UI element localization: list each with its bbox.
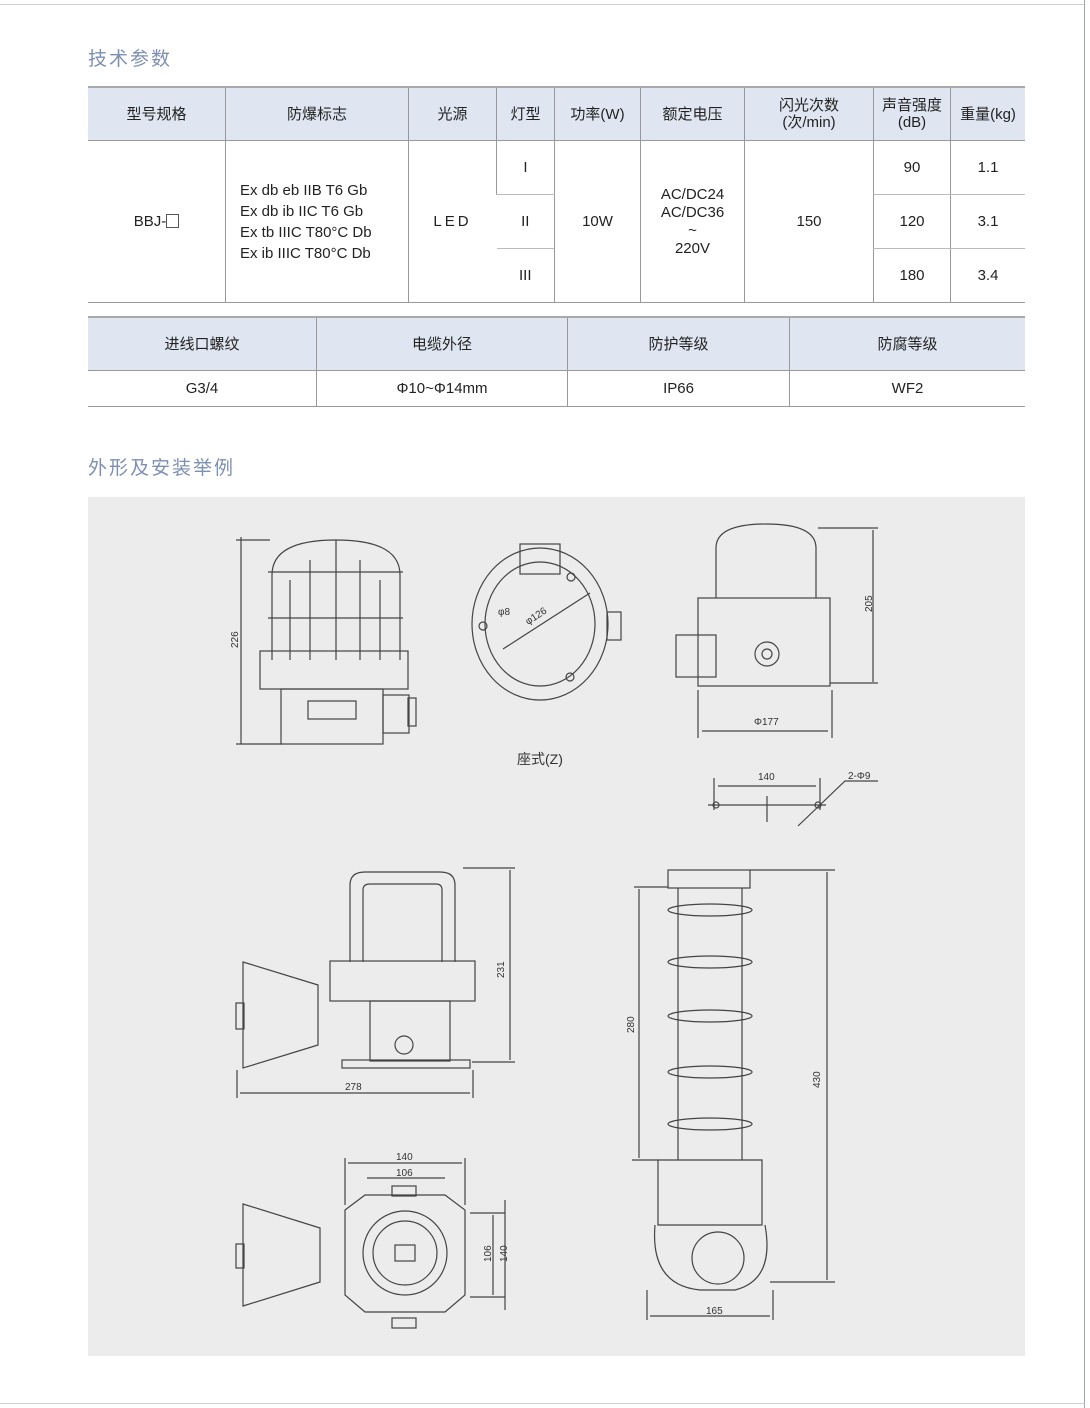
- power-cell: 10W: [554, 140, 641, 303]
- ex-mark: Ex db ib IIC T6 Gb: [240, 202, 364, 220]
- type-cell: I: [496, 140, 555, 195]
- col-header: 闪光次数(次/min): [744, 86, 874, 141]
- dim-231: 231: [496, 961, 507, 978]
- flash-rate-cell: 150: [744, 140, 874, 303]
- col-header: 灯型: [496, 86, 555, 141]
- table-row: II 120 3.1: [88, 194, 1025, 249]
- value-cell: WF2: [789, 370, 1025, 407]
- top-view-drawing: [471, 543, 622, 701]
- weight-cell: 1.1: [950, 140, 1025, 195]
- header-line: (dB): [897, 114, 927, 131]
- header-line: (次/min): [782, 114, 836, 131]
- dim-phi126: φ126: [524, 605, 550, 627]
- spec-table-2: 进线口螺纹 电缆外径 防护等级 防腐等级 G3/4 Φ10~Φ14mm IP66…: [88, 316, 1025, 407]
- col-header: 额定电压: [640, 86, 745, 141]
- light-source-cell: LED: [408, 140, 497, 303]
- drawings-panel: 226 φ8 φ126 205 Φ177 140 2-Φ9 231 278 14…: [88, 497, 1025, 1356]
- front-view-caged-drawing: [236, 537, 417, 745]
- dim-106: 106: [396, 1168, 413, 1179]
- table-header-row: 进线口螺纹 电缆外径 防护等级 防腐等级: [88, 316, 1025, 371]
- weight-cell: 3.1: [950, 194, 1025, 249]
- section-title-specs: 技术参数: [88, 49, 173, 70]
- voltage-line: 220V: [674, 239, 711, 257]
- col-header: 功率(W): [554, 86, 641, 141]
- voltage-line: ~: [688, 221, 697, 239]
- ex-mark: Ex tb IIIC T80°C Db: [240, 223, 372, 241]
- col-header: 进线口螺纹: [88, 316, 317, 371]
- frame-line: [0, 4, 1085, 5]
- dim-140a: 140: [758, 772, 775, 783]
- dim-226: 226: [230, 631, 241, 648]
- sound-cell: 90: [873, 140, 951, 195]
- dim-phi177: Φ177: [754, 717, 779, 728]
- value-cell: Φ10~Φ14mm: [316, 370, 568, 407]
- placeholder-box-icon: [166, 214, 180, 228]
- col-header: 电缆外径: [316, 316, 568, 371]
- ex-marks-cell: Ex db eb IIB T6 Gb Ex db ib IIC T6 Gb Ex…: [225, 140, 409, 303]
- col-header: 防腐等级: [789, 316, 1025, 371]
- ex-mark: Ex ib IIIC T80°C Db: [240, 244, 371, 262]
- value-cell: IP66: [567, 370, 790, 407]
- col-header: 声音强度(dB): [873, 86, 951, 141]
- spec-table: 型号规格 防爆标志 光源 灯型 功率(W) 额定电压 闪光次数(次/min) 声…: [88, 86, 1025, 303]
- horn-top-view-drawing: [235, 1158, 506, 1329]
- weight-cell: 3.4: [950, 248, 1025, 303]
- col-header: 防爆标志: [225, 86, 409, 141]
- model-text: BBJ-: [133, 213, 167, 230]
- type-cell: II: [496, 194, 555, 249]
- col-header: 型号规格: [88, 86, 226, 141]
- frame-line: [0, 1403, 1085, 1404]
- type-cell: III: [496, 248, 555, 303]
- col-header: 重量(kg): [950, 86, 1025, 141]
- dim-140-vertical: 140: [499, 1245, 510, 1262]
- dim-140b: 140: [396, 1152, 413, 1163]
- side-view-dome-drawing: [675, 523, 878, 827]
- header-line: 闪光次数: [778, 97, 839, 114]
- dim-280: 280: [626, 1016, 637, 1033]
- model-cell: BBJ-: [88, 140, 226, 303]
- table-header-row: 型号规格 防爆标志 光源 灯型 功率(W) 额定电压 闪光次数(次/min) 声…: [88, 86, 1025, 141]
- dim-phi8: φ8: [498, 607, 510, 618]
- dim-278: 278: [345, 1082, 362, 1093]
- col-header: 光源: [408, 86, 497, 141]
- voltage-line: AC/DC36: [660, 203, 725, 221]
- horn-side-view-drawing: [235, 867, 515, 1098]
- voltage-line: AC/DC24: [660, 185, 725, 203]
- sound-cell: 120: [873, 194, 951, 249]
- dim-430: 430: [812, 1071, 823, 1088]
- header-line: 声音强度: [881, 97, 942, 114]
- dim-205: 205: [864, 595, 875, 612]
- table-row: III 180 3.4: [88, 248, 1025, 303]
- drawing-caption: 座式(Z): [517, 751, 563, 767]
- dim-165: 165: [706, 1306, 723, 1317]
- voltage-cell: AC/DC24 AC/DC36 ~ 220V: [640, 140, 745, 303]
- table-row: G3/4 Φ10~Φ14mm IP66 WF2: [88, 370, 1025, 407]
- dim-106-vertical: 106: [483, 1245, 494, 1262]
- tall-caged-view-drawing: [632, 869, 835, 1320]
- table-row: BBJ- Ex db eb IIB T6 Gb Ex db ib IIC T6 …: [88, 140, 1025, 303]
- value-cell: G3/4: [88, 370, 317, 407]
- sound-cell: 180: [873, 248, 951, 303]
- frame-line: [1084, 0, 1085, 1408]
- section-title-drawings: 外形及安装举例: [88, 458, 236, 479]
- col-header: 防护等级: [567, 316, 790, 371]
- ex-mark: Ex db eb IIB T6 Gb: [240, 181, 368, 199]
- dim-2-phi9: 2-Φ9: [848, 771, 871, 782]
